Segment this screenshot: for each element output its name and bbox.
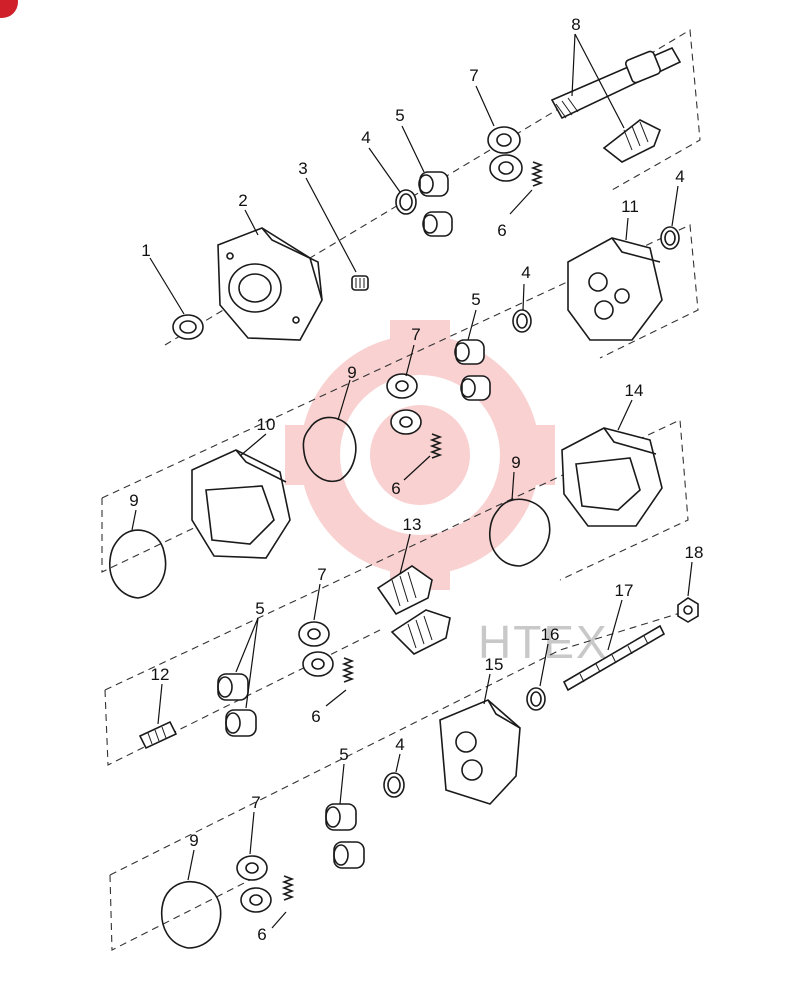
- callout-15: 15: [485, 655, 504, 674]
- bearing-pair-part-5-top: [418, 171, 453, 237]
- gasket-part-9-b: [109, 529, 167, 599]
- callout-4-a: 4: [361, 128, 370, 147]
- callout-12: 12: [151, 665, 170, 684]
- seal-part-1: [172, 314, 204, 340]
- callout-labels: 1 2 3 4 5 7 8 6 11 4 4 5 7 9 10 6 14 9 9…: [129, 15, 703, 944]
- gear-pair-part-13: [376, 565, 451, 655]
- ring-part-4-right: [660, 226, 680, 250]
- coupling-part-12: [138, 720, 178, 750]
- callout-5-a: 5: [395, 106, 404, 125]
- stud-part-17: [562, 624, 666, 692]
- bearing-pair-part-5-lower: [217, 673, 257, 737]
- corner-badge: [0, 0, 18, 18]
- callout-2: 2: [238, 191, 247, 210]
- housing-part-10: [191, 449, 291, 559]
- leader-lines: [131, 33, 693, 929]
- callout-17: 17: [615, 581, 634, 600]
- callout-10: 10: [257, 415, 276, 434]
- callout-13: 13: [403, 515, 422, 534]
- bearing-pair-part-5-bottom: [325, 803, 365, 869]
- fitting-part-3: [351, 275, 369, 291]
- callout-9-c: 9: [129, 491, 138, 510]
- callout-9-a: 9: [347, 363, 356, 382]
- ring-part-4-top: [395, 189, 417, 215]
- callout-5-b: 5: [471, 290, 480, 309]
- callout-14: 14: [625, 381, 644, 400]
- spring-part-6-lower: [341, 657, 355, 683]
- callout-11: 11: [621, 197, 639, 216]
- callout-6-b: 6: [391, 479, 400, 498]
- callout-6-a: 6: [497, 221, 506, 240]
- wear-plate-part-7-lower: [298, 621, 334, 677]
- gasket-part-9-d: [160, 880, 222, 949]
- housing-part-11: [567, 237, 663, 341]
- callout-7-a: 7: [469, 66, 478, 85]
- callout-3: 3: [298, 159, 307, 178]
- callout-9-d: 9: [189, 831, 198, 850]
- drive-shaft-gear-part-8: [550, 46, 682, 163]
- housing-part-14: [561, 427, 663, 527]
- callout-7-d: 7: [251, 793, 260, 812]
- gasket-part-9-c: [489, 498, 551, 567]
- ring-part-4-lower: [383, 772, 405, 798]
- wear-plate-part-7-top: [487, 126, 523, 182]
- nut-part-18: [677, 597, 699, 623]
- callout-4-d: 4: [395, 735, 404, 754]
- callout-7-c: 7: [317, 565, 326, 584]
- ring-part-4-mid: [512, 309, 532, 333]
- callout-18: 18: [685, 543, 704, 562]
- bearing-pair-part-5-mid: [454, 339, 491, 401]
- callout-16: 16: [541, 625, 560, 644]
- callout-7-b: 7: [411, 325, 420, 344]
- mounting-flange-part-2: [217, 227, 323, 341]
- callout-8: 8: [571, 15, 580, 34]
- end-cover-part-15: [439, 699, 521, 805]
- gasket-part-9-a: [302, 416, 357, 483]
- spring-part-6-bottom: [281, 875, 295, 901]
- callout-6-d: 6: [257, 925, 266, 944]
- callout-9-b: 9: [511, 453, 520, 472]
- wear-plate-part-7-bottom: [236, 855, 272, 913]
- callout-6-c: 6: [311, 707, 320, 726]
- callout-1: 1: [141, 241, 150, 260]
- callout-4-c: 4: [521, 263, 530, 282]
- spring-part-6-top: [530, 161, 544, 187]
- spring-part-6-mid: [429, 433, 443, 459]
- callout-4-b: 4: [675, 167, 684, 186]
- callout-5-c: 5: [255, 599, 264, 618]
- wear-plate-part-7-mid: [386, 373, 422, 435]
- ring-part-16: [526, 687, 546, 711]
- callout-5-d: 5: [339, 745, 348, 764]
